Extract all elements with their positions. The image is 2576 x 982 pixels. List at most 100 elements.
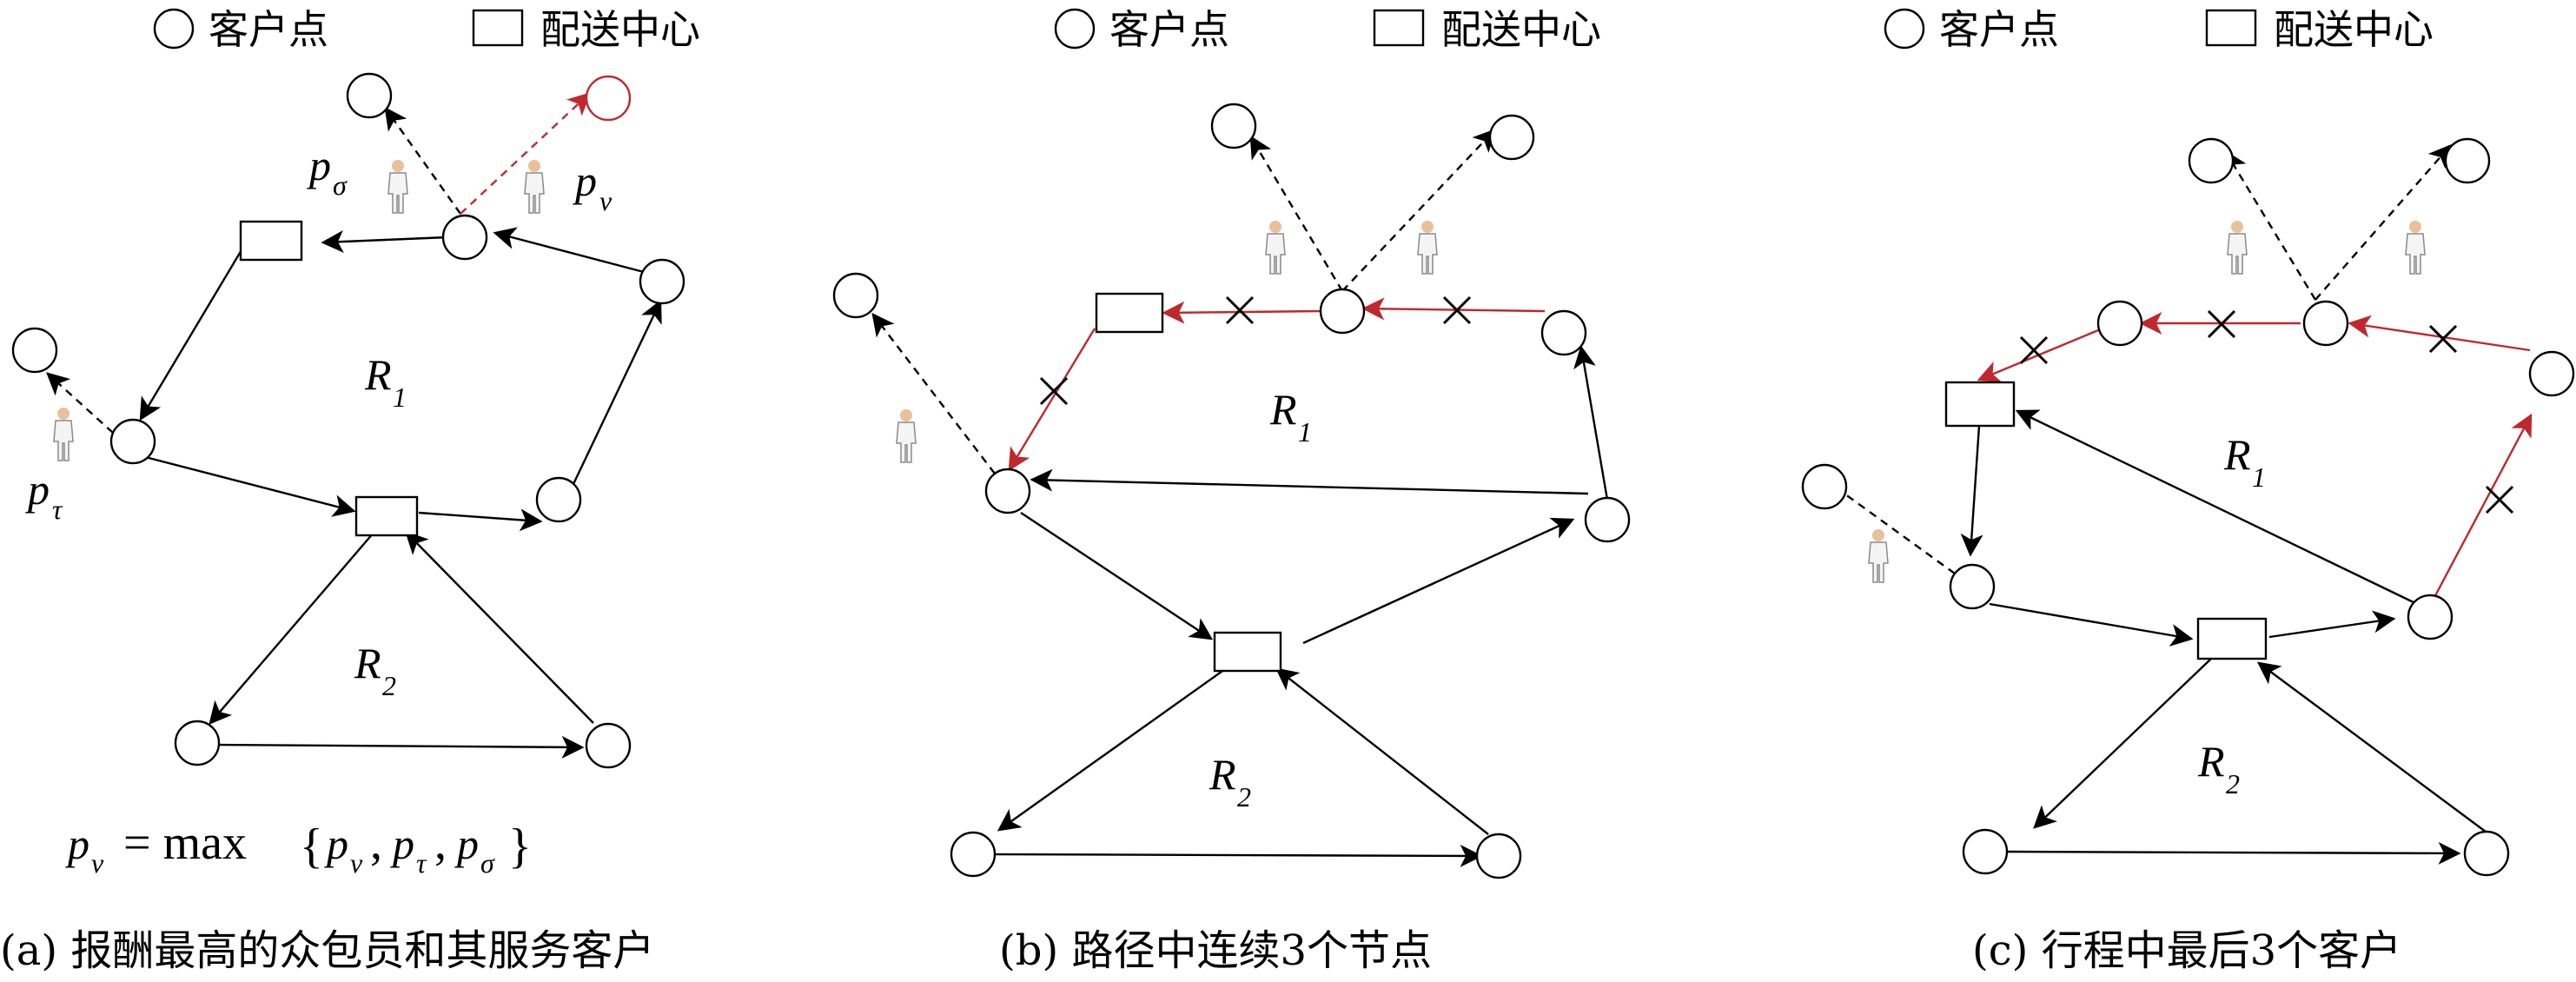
crowdsourcer-person-icon <box>1265 220 1286 275</box>
cut-x-icon <box>1442 295 1472 325</box>
formula-lhs-sub: ν <box>91 847 104 879</box>
customer-node-icon <box>585 722 632 769</box>
edge-b-2 <box>1573 345 1609 501</box>
formula-arg-1: p <box>324 819 348 868</box>
route-label-r2-sub: 2 <box>1237 781 1251 813</box>
crowdsourcer-person-icon <box>896 408 917 463</box>
customer-node-icon <box>1949 563 1996 610</box>
route-label-r1: R <box>364 350 392 399</box>
formula-arg-2-sub: τ <box>416 847 427 879</box>
legend-customer-label: 客户点 <box>1109 6 1229 53</box>
edge-a-3 <box>563 299 662 503</box>
cut-x-icon <box>2019 335 2049 365</box>
edge-c-1 <box>2015 409 2418 606</box>
customer-node-icon <box>11 327 58 374</box>
edge-a-5 <box>131 452 356 517</box>
dashed-edge-c-2 <box>2314 144 2452 301</box>
customer-node-icon <box>639 258 685 305</box>
legend-depot-label: 配送中心 <box>2274 6 2434 53</box>
customer-node-icon <box>1475 833 1522 879</box>
edge-b-3 <box>1020 511 1214 640</box>
cut-x-icon <box>2485 485 2514 514</box>
route-label-r2: R <box>2197 737 2225 786</box>
crowdsourcer-person-icon <box>1868 528 1889 583</box>
legend-depot-icon <box>472 9 524 47</box>
edge-a-8 <box>216 735 585 759</box>
label-p-sigma-sub: σ <box>333 169 348 201</box>
label-p-nu-sub: ν <box>599 185 613 216</box>
legend-a: 客户点 配送中心 <box>153 6 700 53</box>
depot-node-icon <box>1213 631 1282 673</box>
customer-node-icon <box>1319 288 1366 335</box>
customer-node-icon <box>585 75 632 122</box>
customer-node-icon <box>2407 594 2453 640</box>
customer-node-icon <box>2188 137 2235 184</box>
caption-c: (c) 行程中最后3个客户 <box>1972 926 2401 975</box>
panel-b: 客户点 配送中心 <box>832 6 1631 975</box>
dashed-edge-b-1 <box>1249 135 1344 292</box>
route-label-r2: R <box>1209 750 1236 799</box>
customer-node-icon <box>2096 300 2143 347</box>
legend-depot-label: 配送中心 <box>540 6 700 53</box>
customer-node-icon <box>1210 103 1257 149</box>
cut-x-icon <box>1039 376 1069 406</box>
legend-b: 客户点 配送中心 <box>1054 6 1601 53</box>
depot-node-icon <box>239 220 303 262</box>
caption-b: (b) 路径中连续3个节点 <box>999 926 1432 975</box>
cut-x-icon <box>1225 295 1255 325</box>
depot-node-icon <box>1095 292 1164 334</box>
formula-brace-open: { <box>300 819 323 873</box>
edge-a-4 <box>418 508 543 532</box>
customer-node-icon <box>1962 828 2009 875</box>
edge-a-7 <box>209 532 374 725</box>
crowdsourcer-person-icon <box>2227 220 2248 275</box>
legend-depot-icon <box>2205 9 2257 47</box>
reward-formula: p ν = max { p ν , p τ , p σ } <box>65 816 532 879</box>
label-p-tau: p <box>25 465 50 514</box>
edge-a-1 <box>321 230 448 254</box>
customer-node-icon <box>2463 830 2510 877</box>
legend-depot-icon <box>1373 9 1425 47</box>
legend-c: 客户点 配送中心 <box>1884 6 2434 53</box>
crowdsourcer-person-icon <box>524 159 545 214</box>
route-label-r1: R <box>1269 385 1297 434</box>
legend-customer-label: 客户点 <box>1939 6 2059 53</box>
edge-c-2 <box>1960 425 1983 557</box>
depot-node-icon <box>2196 617 2268 660</box>
dashed-edge-b-3 <box>871 312 996 474</box>
label-p-nu: p <box>573 156 597 205</box>
cut-x-icon <box>2428 324 2458 354</box>
edge-b-7 <box>1275 667 1489 835</box>
customer-node-icon <box>832 272 879 319</box>
edge-c-red-1 <box>2422 413 2533 618</box>
dashed-edge-a-red <box>460 92 591 215</box>
formula-lhs: p <box>65 819 89 868</box>
customer-node-icon <box>2444 137 2491 184</box>
cut-x-icon <box>2207 309 2236 339</box>
customer-node-icon <box>1540 309 1587 356</box>
route-label-r1-sub: 1 <box>393 382 407 413</box>
formula-comma: , <box>434 816 447 870</box>
edge-b-red-1 <box>1361 297 1546 321</box>
formula-brace-close: } <box>508 819 532 873</box>
legend-customer-icon <box>1054 8 1096 50</box>
customer-node-icon <box>1488 114 1535 161</box>
edge-c-6 <box>2004 841 2461 865</box>
customer-node-icon <box>1584 496 1631 543</box>
edge-b-5 <box>997 668 1226 832</box>
panel-a: 客户点 配送中心 p <box>0 6 700 975</box>
customer-node-icon <box>2302 300 2349 347</box>
crowdsourcer-person-icon <box>53 407 74 461</box>
caption-a: (a) 报酬最高的众包员和其服务客户 <box>0 926 654 975</box>
dashed-edge-a-1 <box>384 106 461 215</box>
edge-c-4 <box>2268 610 2396 639</box>
customer-node-icon <box>174 720 221 766</box>
customer-node-icon <box>950 831 997 878</box>
customer-node-icon <box>984 468 1031 514</box>
route-label-r1-sub: 1 <box>2252 461 2266 493</box>
depot-node-icon <box>354 495 419 537</box>
dashed-edge-b-2 <box>1341 129 1496 292</box>
route-label-r2-sub: 2 <box>382 670 396 701</box>
depot-node-icon <box>1944 381 2016 428</box>
